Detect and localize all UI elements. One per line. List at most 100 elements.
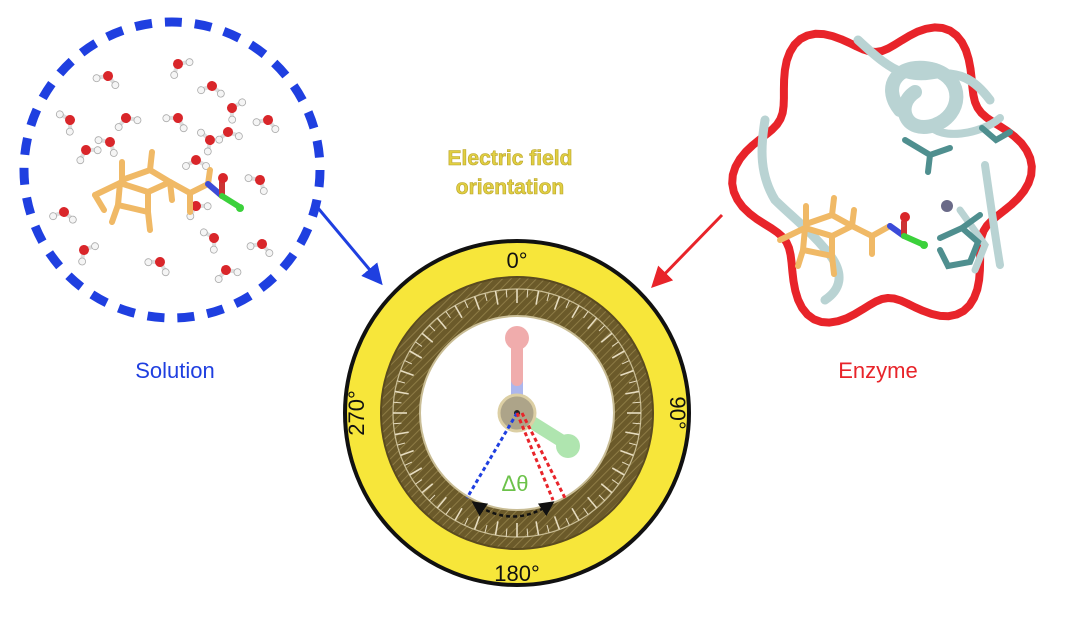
dial-tick: [611, 341, 619, 347]
enzyme-panel: Enzyme: [728, 23, 1036, 383]
dial-label-180: 180°: [494, 561, 540, 586]
active-site-residues: [902, 125, 1013, 270]
dial-tick: [484, 524, 488, 533]
water-molecule: [49, 207, 77, 224]
dial-tick: [620, 369, 634, 377]
water-molecule: [78, 242, 99, 266]
water-molecule: [199, 228, 219, 254]
dial-tick: [600, 483, 613, 494]
dial-tick: [421, 483, 434, 494]
dial-tick: [546, 293, 550, 302]
enzyme-arrow: [651, 213, 724, 289]
title-line-2: orientation: [456, 176, 565, 199]
water-molecule: [92, 71, 120, 89]
delta-theta-arc: [471, 501, 555, 518]
dial-tick: [611, 479, 619, 485]
dial-tick: [464, 300, 469, 309]
dial-ticks: [393, 289, 641, 537]
enzyme-boundary: [728, 23, 1036, 327]
solution-label: Solution: [135, 358, 215, 383]
water-molecule: [227, 98, 247, 124]
dial-tick: [394, 390, 409, 395]
dial-tick: [600, 332, 613, 343]
dial-tick: [409, 350, 423, 359]
dial-tick: [625, 431, 640, 436]
dial-tick: [397, 380, 406, 384]
dial-tick: [632, 401, 641, 404]
dial-tick: [565, 517, 570, 526]
dial-tick: [598, 324, 606, 332]
dial-label-270: 270°: [344, 390, 369, 436]
dial-tick: [553, 516, 561, 530]
solution-substrate-molecule: [92, 149, 244, 233]
water-molecule: [55, 110, 75, 136]
dial-tick: [505, 289, 508, 298]
dial-tick: [571, 507, 580, 521]
dial-tick: [393, 401, 402, 404]
dial-tick: [473, 516, 481, 530]
dial-title: Electric field orientation: [447, 147, 573, 200]
dial-tick: [404, 461, 413, 466]
dial-tick: [526, 289, 529, 298]
water-molecules: [49, 58, 280, 283]
dial-tick: [621, 360, 630, 365]
dial-tick: [445, 311, 451, 319]
enzyme-substrate-molecule: [777, 195, 928, 277]
dial-center-molecule: [497, 326, 580, 458]
dial-tick: [473, 296, 481, 310]
dial-tick: [535, 290, 540, 305]
dial-tick: [526, 528, 529, 537]
water-molecule: [162, 113, 188, 133]
water-molecule: [94, 136, 118, 157]
dial-tick: [628, 380, 637, 384]
orientation-dial: 0° 90° 180° 270° Δθ: [343, 239, 691, 587]
dial-tick: [397, 442, 406, 446]
dial-tick: [611, 350, 625, 359]
dial-tick: [565, 300, 570, 309]
title-line-1: Electric field: [448, 147, 573, 170]
dial-tick: [632, 422, 641, 425]
dial-tick: [628, 442, 637, 446]
water-molecule: [246, 239, 274, 257]
dial-tick: [454, 305, 463, 319]
water-molecule: [182, 155, 210, 170]
dial-tick: [394, 431, 409, 436]
water-molecule: [215, 127, 243, 144]
dial-tick: [535, 521, 540, 536]
dial-tick: [494, 521, 499, 536]
solution-panel: Solution: [19, 17, 325, 383]
protein-ribbon: [757, 35, 1004, 305]
dial-tick: [445, 507, 451, 515]
dial-tick: [620, 449, 634, 457]
water-molecule: [144, 257, 170, 277]
water-molecule: [244, 174, 268, 195]
dial-tick: [571, 305, 580, 319]
water-molecule: [214, 265, 242, 283]
enzyme-field-line-1: [515, 412, 555, 501]
dial-tick: [393, 422, 402, 425]
dial-tick: [583, 311, 589, 319]
dial-tick: [404, 360, 413, 365]
dial-tick: [598, 494, 606, 502]
dial-tick: [587, 317, 598, 330]
dial-tick: [505, 528, 508, 537]
delta-theta-label: Δθ: [502, 471, 529, 496]
water-molecule: [197, 128, 215, 156]
water-molecule: [114, 113, 142, 131]
dial-tick: [415, 341, 423, 347]
water-molecule: [186, 201, 212, 221]
dial-tick: [421, 332, 434, 343]
dial-label-90: 90°: [665, 396, 690, 429]
dial-tick: [400, 449, 414, 457]
dial-tick: [428, 494, 436, 502]
dial-tick: [464, 517, 469, 526]
water-molecule: [76, 145, 102, 165]
dial-tick: [621, 461, 630, 466]
dial-tick: [625, 390, 640, 395]
dial-tick: [436, 496, 447, 509]
dial-tick: [611, 467, 625, 476]
water-molecule: [197, 81, 225, 98]
water-molecule: [170, 58, 194, 79]
dial-tick: [436, 317, 447, 330]
